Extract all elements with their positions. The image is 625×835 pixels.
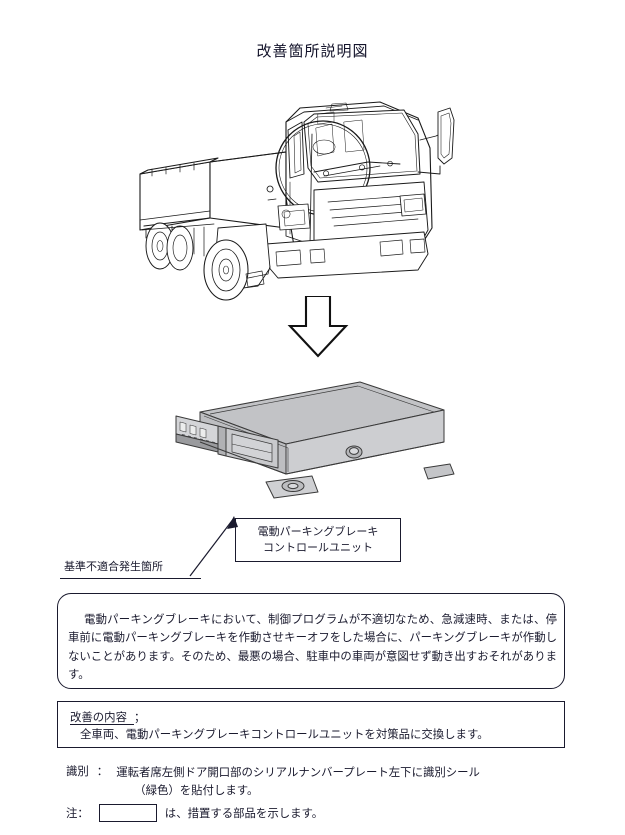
down-arrow-icon	[286, 294, 350, 358]
control-unit-callout-box: 電動パーキングブレーキ コントロールユニット	[235, 518, 401, 562]
note-row: 注： は、措置する部品を示します。	[66, 804, 323, 822]
page-title: 改善箇所説明図	[256, 42, 369, 60]
note-key: 注：	[66, 806, 89, 820]
identification-line-2: （緑色）を貼付します。	[134, 783, 259, 798]
nonconformance-underline	[60, 578, 201, 579]
improvement-box	[57, 701, 565, 748]
callout-line-1: 電動パーキングブレーキ	[257, 525, 379, 539]
improvement-body: 全車両、電動パーキングブレーキコントロールユニットを対策品に交換します。	[80, 727, 489, 741]
truck-illustration	[118, 78, 486, 310]
identification-row: 識別 ： 運転者席左側ドア開口部のシリアルナンバープレート左下に識別シール （緑…	[66, 763, 480, 800]
identification-colon: ：	[96, 764, 109, 778]
improvement-heading: 改善の内容；	[70, 709, 145, 725]
improvement-heading-text: 改善の内容	[70, 710, 134, 725]
nonconformance-label: 基準不適合発生箇所	[64, 560, 163, 573]
note-text: は、措置する部品を示します。	[164, 806, 324, 820]
identification-line-1: 運転者席左側ドア開口部のシリアルナンバープレート左下に識別シール	[116, 765, 480, 779]
description-text: 電動パーキングブレーキにおいて、制御プログラムが不適切なため、急減速時、または、…	[68, 612, 557, 682]
description-box	[57, 593, 565, 689]
identification-value: 運転者席左側ドア開口部のシリアルナンバープレート左下に識別シール （緑色）を貼付…	[116, 763, 480, 800]
identification-key: 識別	[66, 764, 89, 778]
control-unit-illustration	[162, 372, 462, 506]
improvement-separator: ；	[133, 710, 146, 724]
callout-line-2: コントロールユニット	[263, 541, 373, 554]
note-legend-swatch	[98, 804, 157, 822]
